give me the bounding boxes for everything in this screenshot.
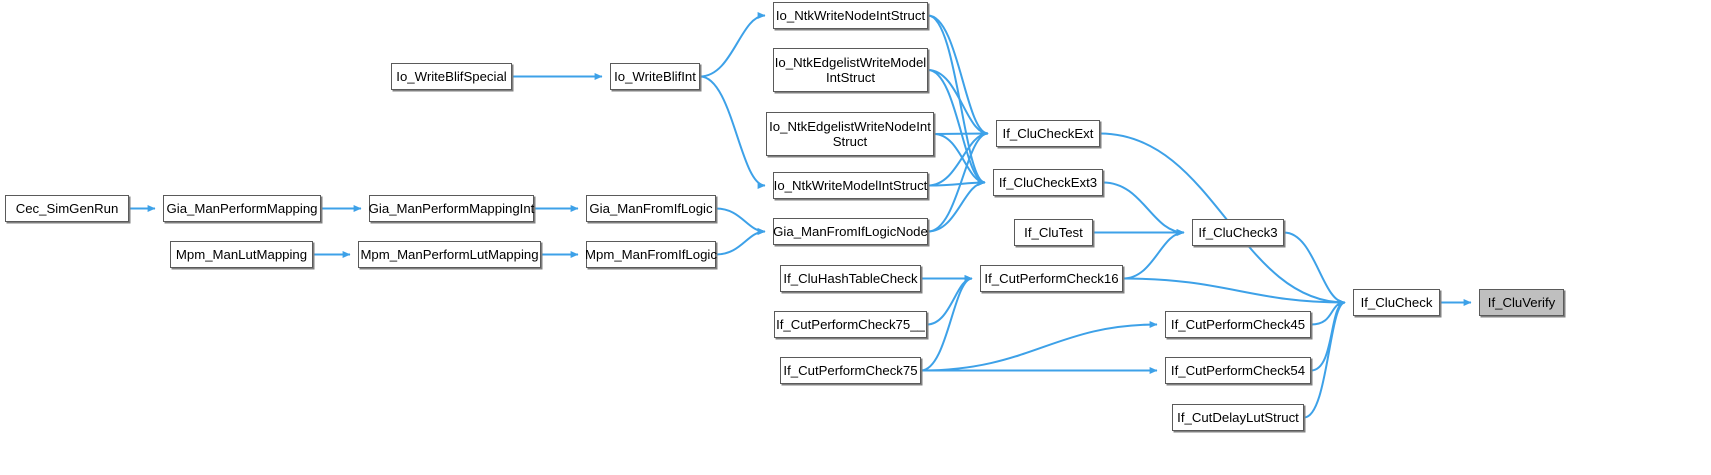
graph-edge-if_cutperformcheck75__-to-if_cutperformcheck16: [926, 275, 973, 326]
graph-node-if_clucheck3[interactable]: If_CluCheck3: [1192, 219, 1284, 246]
graph-edge-io_ntkedgelistwritenodeintstruct-to-if_cluscheckext: [933, 130, 989, 138]
graph-node-gia_manperformmappingint[interactable]: Gia_ManPerformMappingInt: [369, 195, 534, 222]
graph-edge-io_writeblifint-to-io_ntkwritenodeintstruct: [699, 12, 766, 78]
graph-edge-io_ntkedgelistwritemodelintstruct-to-if_cluscheckext3: [927, 69, 986, 186]
graph-node-cec_simgenrun[interactable]: Cec_SimGenRun: [5, 195, 129, 222]
graph-node-gia_manfromiflogic[interactable]: Gia_ManFromIfLogic: [586, 195, 716, 222]
graph-node-if_cutdelaylutstruct[interactable]: If_CutDelayLutStruct: [1172, 404, 1304, 431]
graph-node-mpm_manfromiflogic[interactable]: Mpm_ManFromIfLogic: [585, 241, 717, 268]
graph-node-if_cutperformcheck75[interactable]: If_CutPerformCheck75: [780, 357, 921, 384]
graph-edge-gia_manfromiflogicnode-to-if_cluscheckext3: [927, 179, 986, 233]
graph-node-if_cluverify[interactable]: If_CluVerify: [1479, 289, 1564, 316]
graph-node-io_writeblifint[interactable]: Io_WriteBlifInt: [610, 63, 700, 90]
graph-node-mpm_manlutmapping[interactable]: Mpm_ManLutMapping: [170, 241, 313, 268]
graph-node-if_clucheck[interactable]: If_CluCheck: [1353, 289, 1440, 316]
graph-node-mpm_manperformlutmapping[interactable]: Mpm_ManPerformLutMapping: [358, 241, 541, 268]
graph-edge-gia_manfromiflogicnode-to-if_cluscheckext: [927, 130, 989, 233]
graph-edge-io_ntkwritenodeintstruct-to-if_cluscheckext: [927, 14, 989, 137]
graph-node-if_cluscheckext3[interactable]: If_CluCheckExt3: [993, 169, 1103, 196]
graph-node-if_cutperformcheck54[interactable]: If_CutPerformCheck54: [1165, 357, 1311, 384]
graph-node-if_cutperformcheck45[interactable]: If_CutPerformCheck45: [1165, 311, 1311, 338]
graph-edge-if_cluscheckext-to-if_clucheck: [1099, 132, 1346, 306]
graph-node-if_cluhashtablecheck[interactable]: If_CluHashTableCheck: [780, 265, 921, 292]
graph-node-io_ntkedgelistwritenodeintstruct[interactable]: Io_NtkEdgelistWriteNodeInt Struct: [766, 112, 934, 156]
graph-node-io_ntkwritenodeintstruct[interactable]: Io_NtkWriteNodeIntStruct: [773, 2, 928, 29]
graph-edge-mpm_manfromiflogic-to-gia_manfromiflogicnode: [715, 228, 766, 256]
graph-node-if_cluscheckext[interactable]: If_CluCheckExt: [996, 120, 1100, 147]
graph-node-gia_manperformmapping[interactable]: Gia_ManPerformMapping: [163, 195, 321, 222]
graph-node-if_cutperformcheck75__[interactable]: If_CutPerformCheck75__: [774, 311, 927, 338]
graph-node-io_writeblifspecial[interactable]: Io_WriteBlifSpecial: [391, 63, 512, 90]
graph-node-gia_manfromiflogicnode[interactable]: Gia_ManFromIfLogicNode: [773, 218, 928, 245]
graph-edge-if_cutperformcheck16-to-if_clucheck: [1122, 277, 1346, 306]
graph-edge-io_ntkwritenodeintstruct-to-if_cluscheckext3: [927, 14, 986, 186]
graph-edge-gia_manfromiflogic-to-gia_manfromiflogicnode: [715, 207, 766, 235]
graph-node-if_cutperformcheck16[interactable]: If_CutPerformCheck16: [980, 265, 1123, 292]
graph-edge-if_cutperformcheck75-to-if_cutperformcheck45: [920, 321, 1158, 372]
graph-node-if_clutest[interactable]: If_CluTest: [1014, 219, 1093, 246]
graph-edge-io_writeblifint-to-io_ntkwritemodelintstruct: [699, 75, 766, 189]
graph-edge-if_cutperformcheck16-to-if_clucheck3: [1122, 229, 1185, 280]
graph-edge-if_cluscheckext3-to-if_clucheck3: [1102, 181, 1185, 236]
graph-edge-if_cutperformcheck75-to-if_cutperformcheck16: [920, 275, 973, 372]
graph-node-io_ntkedgelistwritemodelintstruct[interactable]: Io_NtkEdgelistWriteModel IntStruct: [773, 48, 928, 92]
graph-edge-if_cutdelaylutstruct-to-if_clucheck: [1303, 299, 1346, 419]
graph-node-io_ntkwritemodelintstruct[interactable]: Io_NtkWriteModelIntStruct: [773, 172, 928, 199]
graph-edge-if_clucheck3-to-if_clucheck: [1283, 231, 1346, 306]
